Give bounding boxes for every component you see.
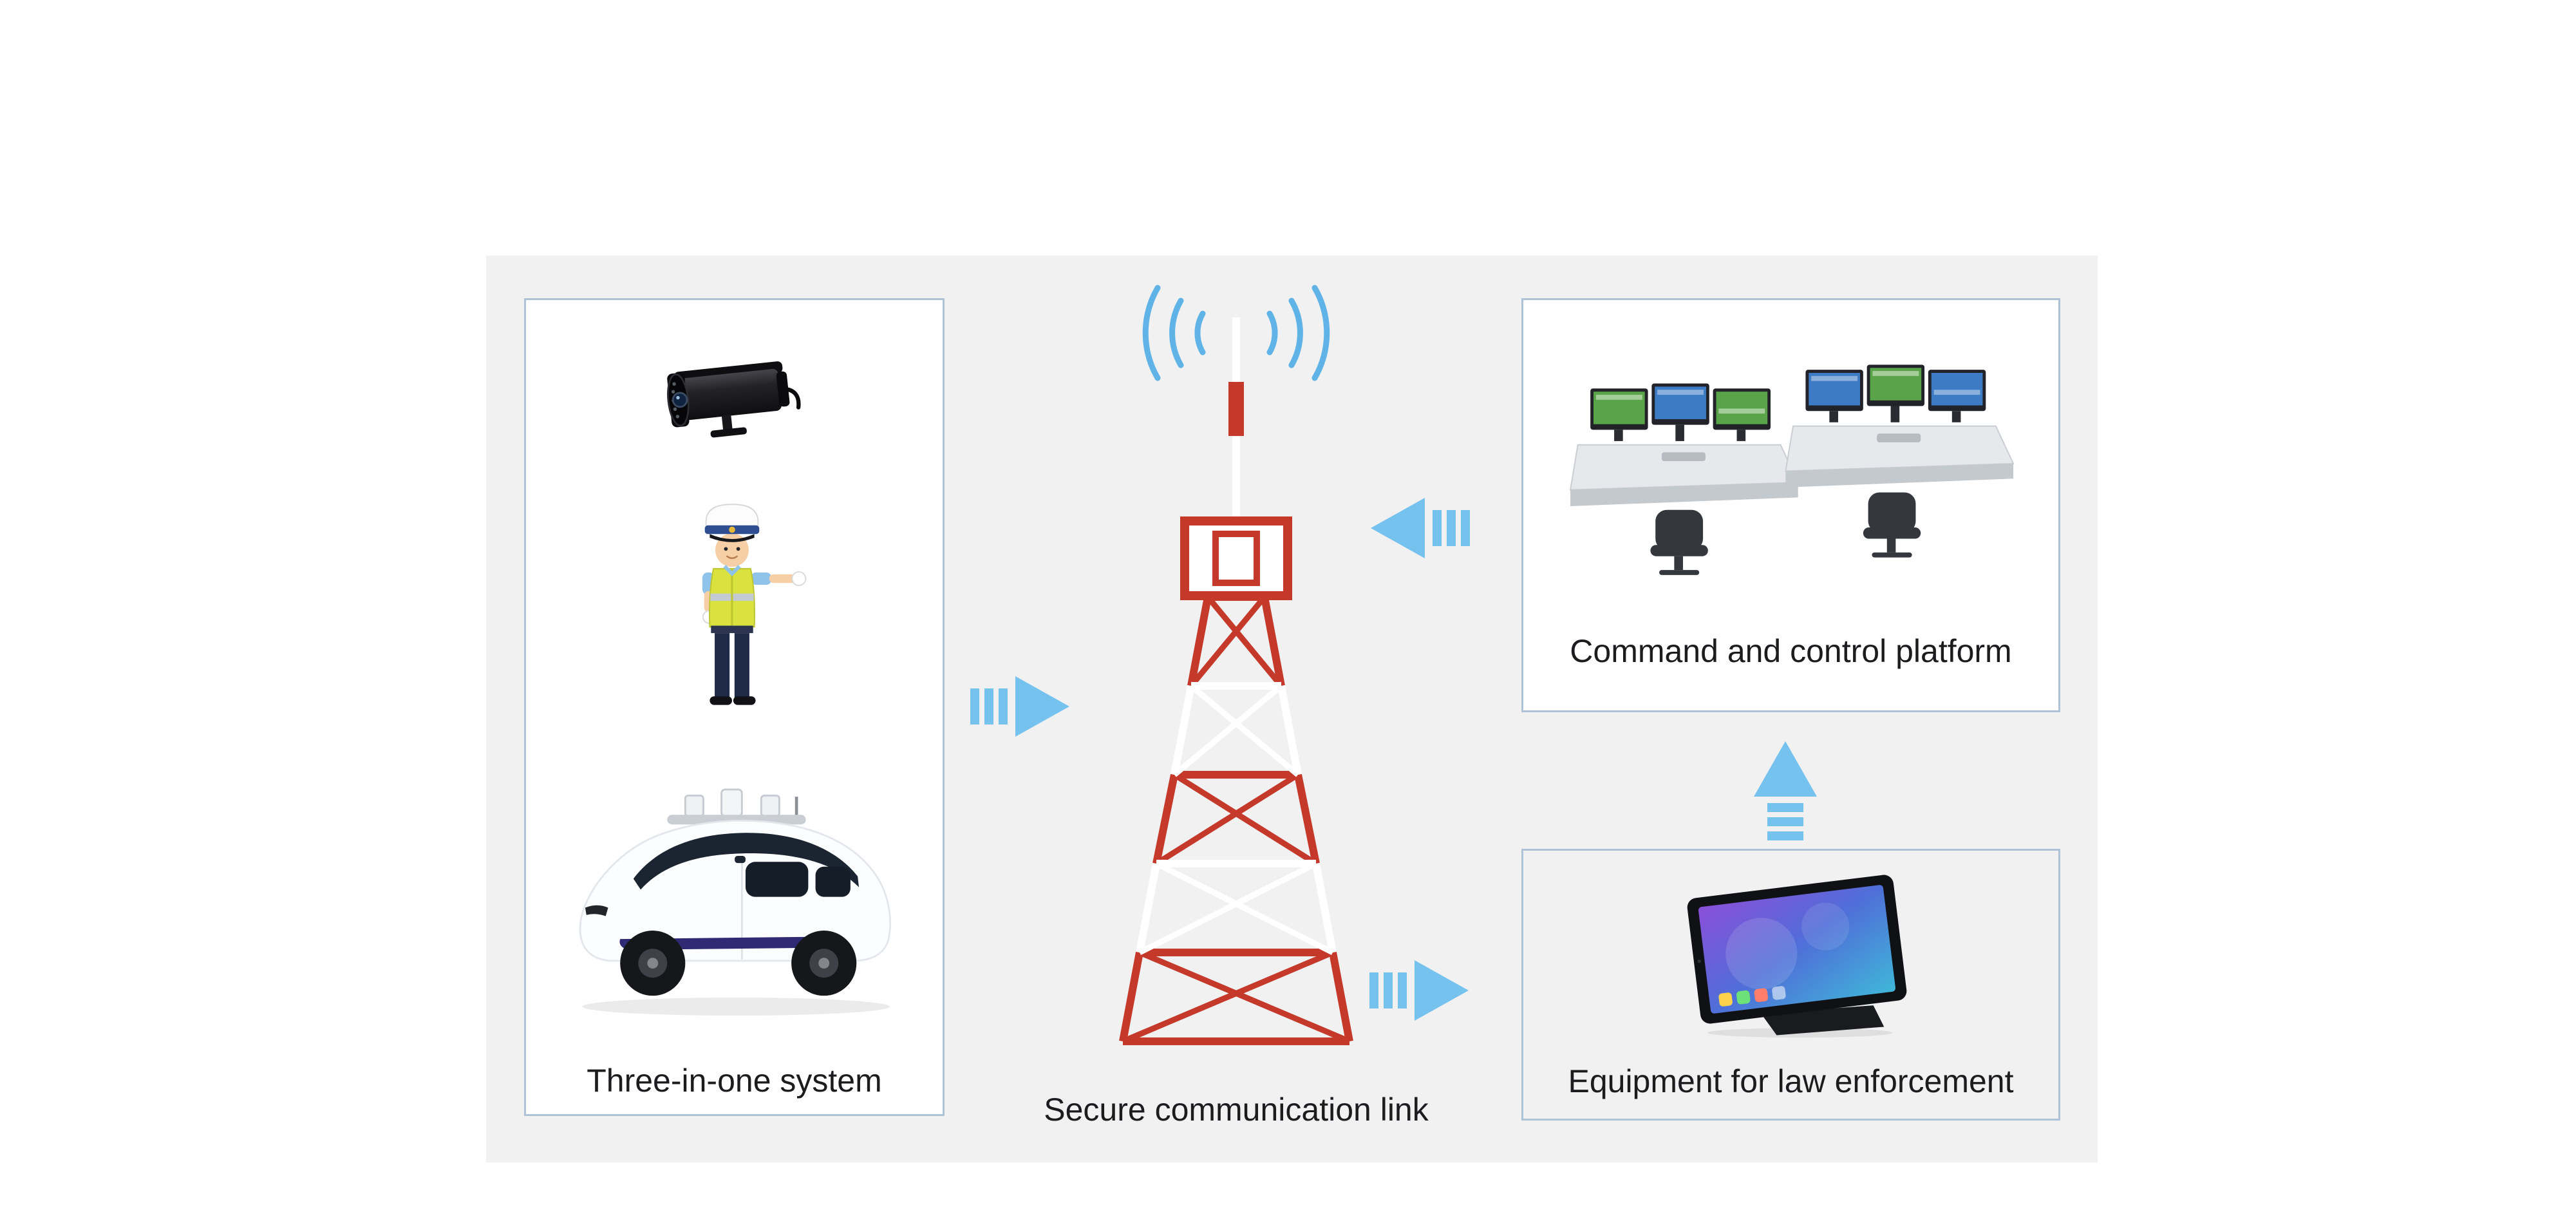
signal-waves-icon: [1142, 285, 1330, 381]
radio-tower-icon: [1119, 285, 1353, 1045]
law-enforcement-label: Equipment for law enforcement: [1568, 1063, 2014, 1099]
autonomous-patrol-vehicle-icon: [579, 788, 891, 1016]
command-platform-box: Command and control platform: [1521, 298, 2060, 712]
control-room-icon: [1569, 365, 2015, 575]
traffic-police-officer-icon: [702, 504, 807, 705]
arrow-tower-to-law-enforcement: [1368, 955, 1471, 1026]
command-platform-label: Command and control platform: [1570, 633, 2012, 669]
tablet-icon: [1687, 875, 1907, 1038]
three-in-one-box: Three-in-one system: [524, 298, 945, 1116]
three-in-one-label: Three-in-one system: [587, 1063, 882, 1099]
law-enforcement-box: Equipment for law enforcement: [1521, 849, 2060, 1121]
secure-link-label: Secure communication link: [1044, 1092, 1429, 1128]
arrow-command-platform-to-tower: [1368, 493, 1471, 563]
arrow-law-enforcement-to-command-platform: [1750, 737, 1821, 840]
diagram-panel: Three-in-one system: [486, 256, 2098, 1162]
cctv-camera-icon: [667, 361, 801, 438]
arrow-three-in-one-to-tower: [969, 671, 1072, 742]
